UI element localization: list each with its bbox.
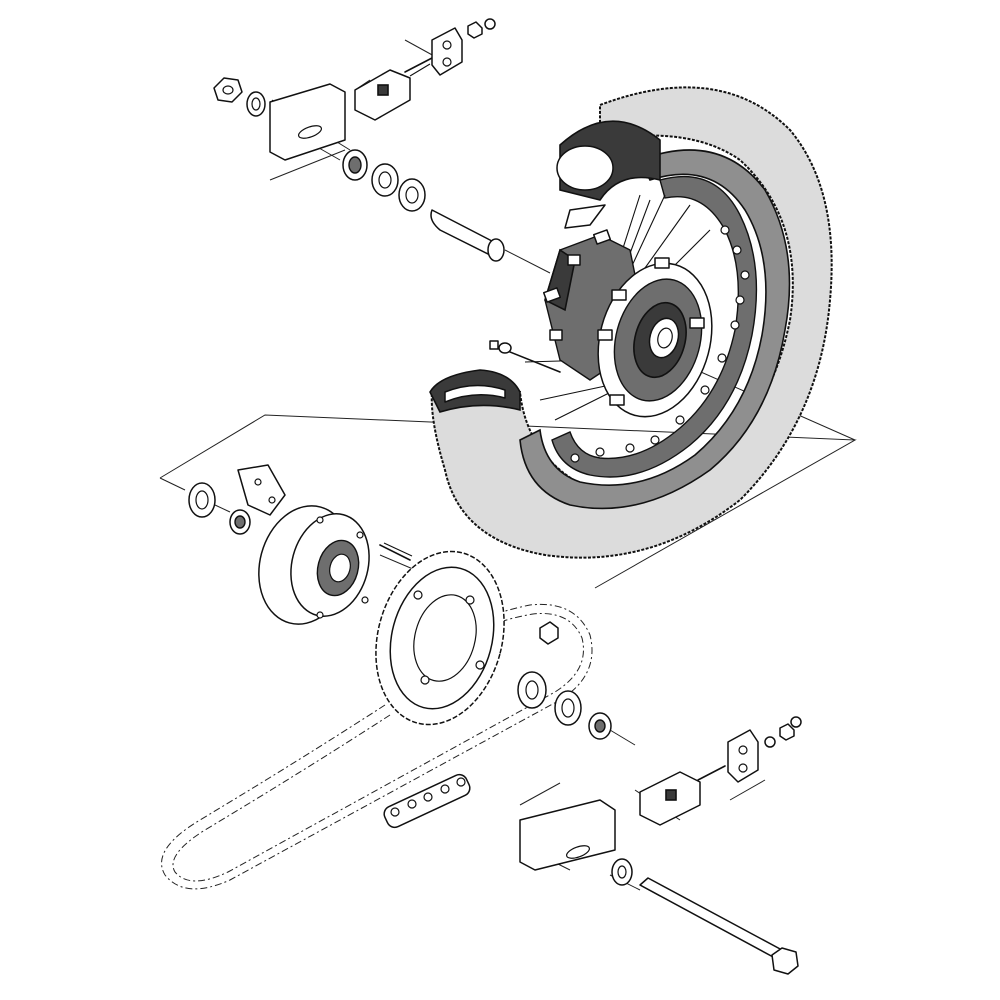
swingarm-end-right — [519, 799, 616, 871]
oil-seal-left — [342, 149, 368, 181]
oil-seal-right — [554, 690, 582, 726]
axle-nut-left — [213, 77, 243, 103]
spacer-center — [430, 209, 505, 262]
chain-adjuster-left — [354, 18, 496, 121]
wheel-bearing-carrier — [188, 482, 216, 518]
caliper-bracket — [237, 464, 286, 516]
chain-link-section — [383, 773, 471, 829]
drive-chain — [161, 603, 593, 890]
valve-stem — [489, 340, 561, 373]
swingarm-end-left — [269, 83, 346, 161]
washer-right — [611, 858, 633, 886]
axle — [639, 877, 799, 975]
spacer-right — [588, 712, 612, 740]
rear-sprocket — [375, 550, 505, 726]
cush-drive-hub — [542, 229, 713, 418]
spoke-nipples — [570, 225, 750, 463]
sprocket-nut — [539, 621, 559, 645]
sprocket-stud — [379, 542, 413, 561]
rim — [519, 149, 791, 510]
collar — [229, 509, 251, 535]
rear-wheel — [429, 86, 833, 559]
washer-left — [246, 91, 266, 117]
chain-adjuster-right — [639, 716, 802, 826]
wheel-bearing-left — [371, 163, 426, 212]
inner-tube — [429, 120, 661, 413]
sprocket-carrier — [258, 505, 370, 625]
wheel-bearing-right — [517, 671, 547, 709]
